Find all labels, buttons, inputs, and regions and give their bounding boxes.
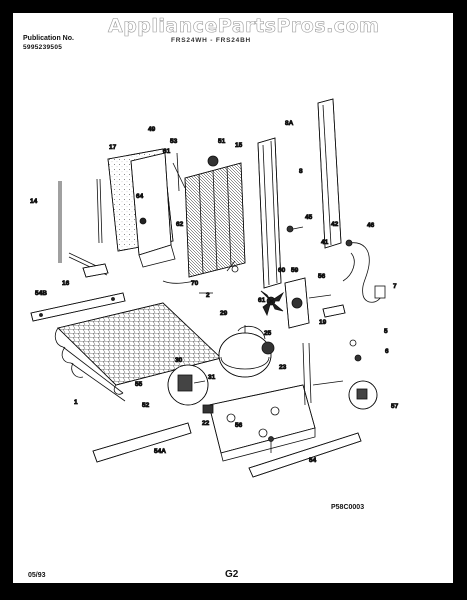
page-number: G2	[225, 569, 239, 580]
frame-rails	[302, 342, 378, 410]
small-parts	[82, 263, 362, 362]
callout-label: 60	[278, 267, 286, 274]
callout-label: 46	[367, 222, 375, 229]
compressor-base	[202, 384, 316, 462]
fan-assembly	[260, 277, 332, 329]
callout-label: 49	[148, 126, 156, 133]
callout-label: 45	[305, 214, 313, 221]
callout-label: 15	[235, 142, 243, 149]
callout-label: 7	[393, 283, 397, 290]
callout-label: 29	[220, 310, 228, 317]
callout-label: 25	[264, 330, 272, 337]
callout-label: 54A	[154, 448, 166, 455]
callout-label: 5	[384, 328, 388, 335]
bracket	[322, 304, 346, 318]
base-screw	[268, 436, 274, 453]
callout-label: 51	[218, 138, 226, 145]
callout-label: 54B	[35, 290, 47, 297]
callout-label: 8	[299, 168, 303, 175]
callout-label: 1	[74, 399, 78, 406]
callout-label: 57	[391, 403, 399, 410]
callout-label: 16	[62, 280, 70, 287]
evaporator-coil	[172, 152, 246, 278]
revision-date: 05/93	[28, 572, 46, 579]
callout-label: 64	[136, 193, 144, 200]
defrost-tubes	[58, 178, 108, 276]
model-number-text: FRS24WH - FRS24BH	[171, 37, 252, 44]
callout-label: 23	[279, 364, 287, 371]
watermark-text: AppliancePartsPros.com	[108, 15, 380, 38]
callout-label: 8A	[285, 120, 294, 127]
callout-label: 19	[319, 319, 327, 326]
callout-label: 14	[30, 198, 38, 205]
callout-label: 56	[235, 422, 243, 429]
exploded-parts-drawing: 49 53 51 15 17 14 61 64 62 8A 8 45 42 41…	[30, 98, 399, 478]
parts-diagram-page: AppliancePartsPros.com Publication No. 5…	[13, 13, 453, 583]
callout-label: 6	[385, 348, 389, 355]
callout-label: 52	[142, 402, 150, 409]
callout-label: 54	[309, 457, 317, 464]
screw	[286, 225, 304, 233]
callout-label: 56	[318, 273, 326, 280]
drain-pan	[130, 152, 176, 268]
kickplate-54	[248, 432, 362, 478]
callout-label: 59	[291, 267, 299, 274]
kickplate-54a	[92, 422, 192, 463]
mounting-strap-54b	[30, 292, 126, 322]
wiring-harness	[342, 239, 386, 303]
callout-label: 22	[202, 420, 210, 427]
callout-label: 31	[208, 374, 216, 381]
callout-label: 61	[258, 297, 266, 304]
tubing	[162, 260, 239, 294]
callout-label: 55	[135, 381, 143, 388]
callout-label: 30	[175, 357, 183, 364]
callout-label: 61	[163, 148, 171, 155]
relay-and-overload	[167, 364, 209, 406]
duct-panel	[317, 98, 342, 249]
publication-label: Publication No.	[23, 35, 74, 42]
callout-label: 41	[321, 239, 329, 246]
callout-label: 17	[109, 144, 117, 151]
compressor	[218, 325, 275, 378]
callout-label: 2	[206, 292, 210, 299]
callout-label: 42	[331, 221, 339, 228]
callout-label: 70	[191, 280, 199, 287]
air-duct	[257, 137, 282, 289]
drawing-code: P58C0003	[331, 504, 365, 511]
publication-number: 5995239505	[23, 44, 63, 51]
callout-label: 62	[176, 221, 184, 228]
callout-label: 53	[170, 138, 178, 145]
